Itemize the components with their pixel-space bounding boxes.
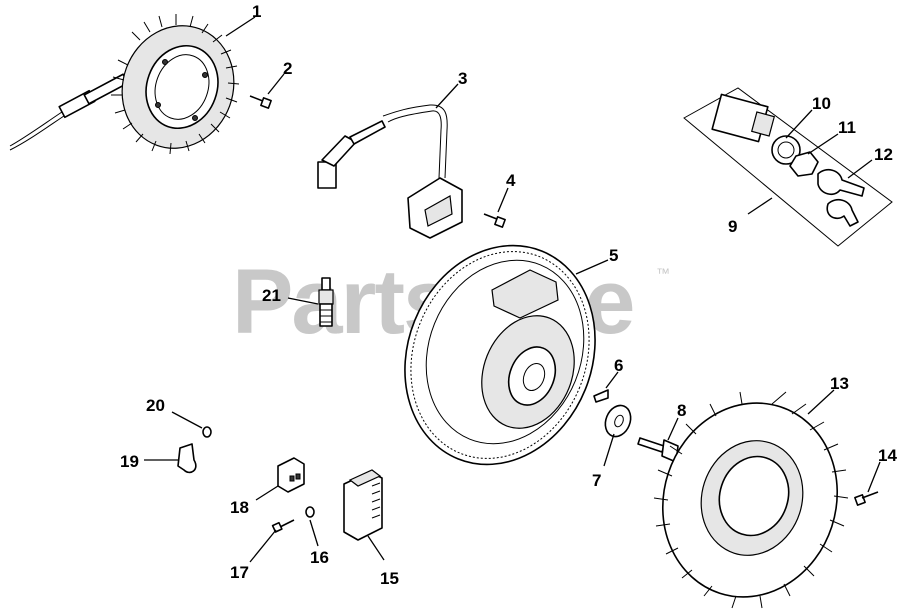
callout-6: 6 (614, 356, 623, 375)
callout-labels: 1 2 3 4 5 6 7 8 9 10 11 12 13 14 15 16 1… (120, 2, 897, 588)
callout-4: 4 (506, 171, 516, 190)
watermark-trademark: ™ (656, 265, 670, 281)
callout-21: 21 (262, 286, 281, 305)
part-rectifier[interactable] (343, 469, 383, 541)
callout-12: 12 (874, 145, 893, 164)
part-bolt-8[interactable] (637, 437, 679, 463)
callout-7: 7 (592, 471, 601, 490)
part-screw-4[interactable] (483, 213, 506, 228)
callout-1: 1 (252, 2, 261, 21)
callout-19: 19 (120, 452, 139, 471)
callout-11: 11 (838, 118, 856, 137)
callout-10: 10 (812, 94, 831, 113)
callout-5: 5 (609, 246, 618, 265)
callout-14: 14 (878, 446, 897, 465)
part-key-switch-assembly[interactable] (683, 87, 893, 247)
callout-2: 2 (283, 59, 292, 78)
part-screw-17[interactable] (271, 519, 295, 533)
part-screw-14[interactable] (854, 491, 879, 506)
callout-8: 8 (677, 401, 686, 420)
leader-lines (144, 16, 881, 563)
part-stator[interactable] (9, 10, 251, 164)
part-washer-16[interactable] (305, 506, 315, 518)
part-washer-20[interactable] (202, 426, 212, 438)
callout-15: 15 (380, 569, 399, 588)
callout-16: 16 (310, 548, 329, 567)
part-fan[interactable] (638, 380, 862, 609)
callout-20: 20 (146, 396, 165, 415)
callout-18: 18 (230, 498, 249, 517)
part-connector[interactable] (277, 457, 305, 493)
callout-17: 17 (230, 563, 249, 582)
callout-3: 3 (458, 69, 467, 88)
part-clamp[interactable] (177, 443, 197, 474)
callout-13: 13 (830, 374, 849, 393)
part-screw-2[interactable] (249, 95, 272, 109)
callout-9: 9 (728, 217, 737, 236)
part-flywheel[interactable] (373, 217, 628, 494)
part-key-6[interactable] (593, 389, 609, 403)
part-washer-7[interactable] (601, 402, 635, 441)
part-spark-plug[interactable] (318, 277, 334, 327)
part-ignition-module[interactable] (317, 104, 463, 239)
